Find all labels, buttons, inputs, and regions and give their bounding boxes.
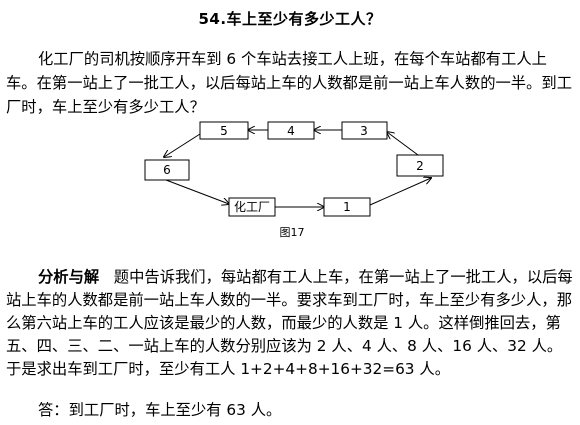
station-3-box: 3 xyxy=(341,121,388,140)
answer-line: 答：到工厂时，车上至少有 63 人。 xyxy=(6,400,281,420)
station-1-box: 1 xyxy=(323,197,371,217)
route-arrow-2-to-3 xyxy=(387,132,419,156)
problem-title: 54.车上至少有多少工人？ xyxy=(198,10,382,28)
station-4-label: 4 xyxy=(287,124,295,138)
station-2-box: 2 xyxy=(396,154,444,177)
station-6-box: 6 xyxy=(144,159,190,181)
route-arrow-1-to-2 xyxy=(369,178,431,206)
station-5-box: 5 xyxy=(199,121,249,140)
station-3-label: 3 xyxy=(360,124,368,138)
analysis-section: 分析与解 题中告诉我们，每站都有工人上车，在第一站上了一批工人，以后每站上车的人… xyxy=(6,266,574,381)
factory-box: 化工厂 xyxy=(228,197,276,217)
problem-body: 化工厂的司机按顺序开车到 6 个车站去接工人上班，在每个车站都有工人上车。在第一… xyxy=(6,50,572,116)
route-arrow-6-to-factory xyxy=(165,179,229,204)
factory-label: 化工厂 xyxy=(234,200,270,214)
figure-caption: 图17 xyxy=(280,226,305,239)
station-5-label: 5 xyxy=(220,124,228,138)
route-arrow-5-to-6 xyxy=(164,133,201,157)
station-6-label: 6 xyxy=(163,163,171,177)
analysis-text: 题中告诉我们，每站都有工人上车，在第一站上了一批工人，以后每站上车的人数都是前一… xyxy=(6,268,573,378)
station-4-box: 4 xyxy=(267,121,315,140)
answer-text: 答：到工厂时，车上至少有 63 人。 xyxy=(38,401,282,419)
analysis-heading: 分析与解 xyxy=(38,268,100,286)
station-1-label: 1 xyxy=(343,200,351,214)
problem-text: 化工厂的司机按顺序开车到 6 个车站去接工人上班，在每个车站都有工人上车。在第一… xyxy=(6,47,574,119)
station-2-label: 2 xyxy=(416,159,424,173)
